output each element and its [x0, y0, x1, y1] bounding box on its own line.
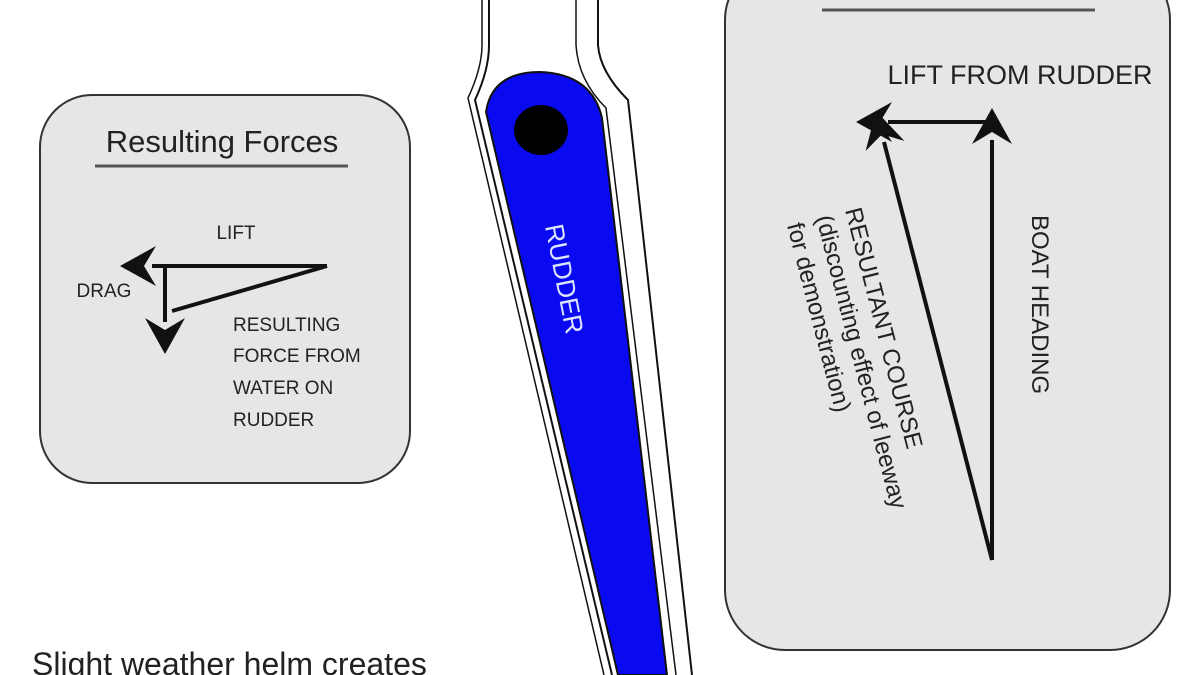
resulting-forces-panel: Resulting Forces LIFT DRAG RESULTING FOR… [39, 94, 411, 484]
panel-title: Resulting Forces [106, 124, 339, 159]
resulting-line: RUDDER [233, 410, 314, 431]
rudder-pivot [514, 105, 568, 155]
rudder-illustration: RUDDER [467, 0, 693, 675]
resulting-line: RESULTING [233, 315, 340, 336]
lift-label: LIFT [216, 223, 255, 244]
caption: Slight weather helm creates [32, 646, 427, 675]
drag-label: DRAG [77, 281, 132, 302]
lift-from-rudder-label: LIFT FROM RUDDER [887, 60, 1152, 90]
resultant-course-arrow [865, 111, 994, 561]
boat-heading-label: BOAT HEADING [1026, 215, 1053, 394]
rudder-blade [484, 70, 669, 675]
course-panel: LIFT FROM RUDDER BOAT HEADING RESULTANT … [724, 0, 1171, 651]
resulting-line: WATER ON [233, 378, 333, 399]
resulting-line: FORCE FROM [233, 346, 361, 367]
resulting-force-arrow [171, 264, 328, 313]
